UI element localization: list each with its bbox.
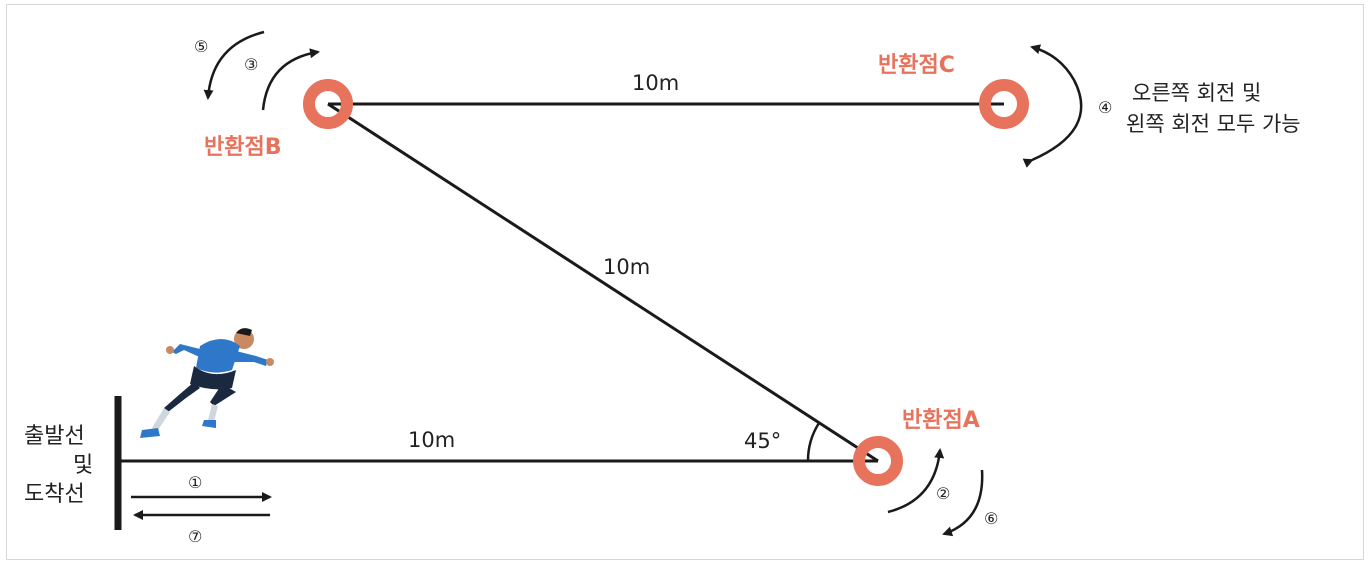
step-5-label: ⑤ [194, 37, 208, 56]
step-7-label: ⑦ [188, 527, 202, 546]
rotation-arrow-5 [203, 30, 265, 100]
segment-b-to-a [327, 102, 879, 463]
distance-label-b-c: 10m [632, 71, 679, 95]
step-6-label: ⑥ [984, 509, 998, 528]
step-3-label: ③ [244, 55, 258, 74]
turning-point-c-label: 반환점C [878, 53, 955, 78]
turning-point-b-label: 반환점B [204, 135, 282, 160]
rotation-arrow-4 [1022, 44, 1083, 168]
start-label-line3: 도착선 [24, 482, 85, 507]
turning-point-a-label: 반환점A [902, 408, 980, 433]
angle-label: 45° [744, 429, 781, 453]
diagram-frame [6, 4, 1364, 560]
note-c-line2: 왼쪽 회전 모두 가능 [1126, 112, 1301, 136]
runner-illustration [140, 328, 274, 438]
angle-arc [806, 422, 821, 462]
step-4-label: ④ [1098, 98, 1112, 117]
rotation-arrow-2 [887, 448, 945, 514]
distance-label-b-a: 10m [603, 255, 650, 279]
start-label-line2: 및 [73, 453, 93, 478]
start-label-line1: 출발선 [24, 424, 85, 449]
turning-point-b-marker [303, 79, 353, 129]
note-c-line1: 오른쪽 회전 및 [1132, 81, 1261, 105]
distance-label-start-a: 10m [408, 428, 455, 452]
rotation-arrow-3 [261, 48, 320, 111]
step-1-label: ① [188, 473, 202, 492]
step-2-label: ② [936, 484, 950, 503]
turning-point-a-marker [853, 436, 903, 486]
rotation-arrow-6 [942, 469, 984, 537]
